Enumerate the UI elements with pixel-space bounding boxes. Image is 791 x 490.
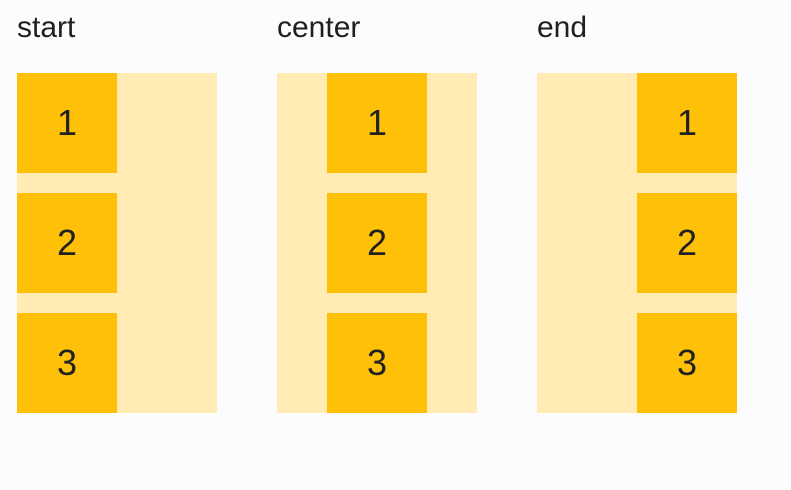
flex-item: 3 [17,313,117,413]
flex-item: 2 [327,193,427,293]
alignment-label-center: center [277,11,361,44]
flex-item: 2 [637,193,737,293]
flex-container-end: 1 2 3 [537,73,737,413]
demo-column-start: start 1 2 3 [17,10,217,413]
flex-item: 2 [17,193,117,293]
demo-column-center: center 1 2 3 [277,10,477,413]
alignment-demos: start 1 2 3 center 1 2 3 end 1 2 3 [17,10,737,413]
demo-column-end: end 1 2 3 [537,10,737,413]
flex-container-start: 1 2 3 [17,73,217,413]
flex-item: 3 [327,313,427,413]
flex-item: 1 [17,73,117,173]
alignment-label-start: start [17,11,76,44]
flex-item: 3 [637,313,737,413]
alignment-label-end: end [537,11,588,44]
flex-item: 1 [637,73,737,173]
flex-item: 1 [327,73,427,173]
flex-container-center: 1 2 3 [277,73,477,413]
